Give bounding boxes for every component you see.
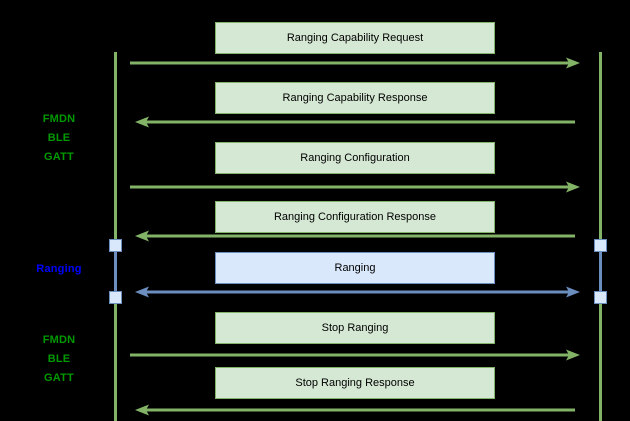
message-box-stop-ranging-response: Stop Ranging Response bbox=[215, 367, 495, 399]
message-box-ranging-capability-response: Ranging Capability Response bbox=[215, 82, 495, 114]
message-arrow-stop-ranging bbox=[130, 348, 580, 362]
message-label: Ranging bbox=[334, 262, 376, 274]
phase-label-fmdn-ble-gatt-top: FMDN BLE GATT bbox=[14, 110, 104, 167]
phase-label-line-2: BLE bbox=[47, 353, 71, 365]
right-lifeline-upper bbox=[599, 52, 602, 252]
left-lifeline-lower bbox=[114, 300, 117, 421]
phase-label-line-1: FMDN bbox=[42, 113, 76, 125]
message-label: Stop Ranging Response bbox=[295, 377, 415, 389]
activation-node-right-top bbox=[594, 239, 607, 252]
phase-label-ranging: Ranging bbox=[14, 260, 104, 279]
message-label: Ranging Configuration bbox=[300, 152, 410, 164]
message-box-ranging-configuration: Ranging Configuration bbox=[215, 142, 495, 174]
phase-label-line-1: FMDN bbox=[42, 334, 76, 346]
left-lifeline-ranging-segment bbox=[114, 250, 117, 306]
phase-label-line-2: BLE bbox=[47, 132, 71, 144]
message-box-ranging-configuration-response: Ranging Configuration Response bbox=[215, 201, 495, 233]
phase-label-line-3: GATT bbox=[44, 372, 74, 384]
left-lifeline-upper bbox=[114, 52, 117, 252]
message-arrow-stop-ranging-response bbox=[135, 403, 575, 417]
message-arrow-ranging-configuration bbox=[130, 180, 580, 194]
activation-node-right-bottom bbox=[594, 291, 607, 304]
message-box-ranging-capability-request: Ranging Capability Request bbox=[215, 22, 495, 54]
phase-label-fmdn-ble-gatt-bottom: FMDN BLE GATT bbox=[14, 331, 104, 388]
message-label: Ranging Configuration Response bbox=[273, 211, 437, 223]
right-lifeline-lower bbox=[599, 300, 602, 421]
phase-label-line-3: GATT bbox=[44, 151, 74, 163]
message-arrow-ranging-capability-request bbox=[130, 56, 580, 70]
right-lifeline-ranging-segment bbox=[599, 250, 602, 306]
phase-label-line-1: Ranging bbox=[36, 263, 82, 275]
message-label: Ranging Capability Request bbox=[286, 32, 424, 44]
message-box-ranging: Ranging bbox=[215, 252, 495, 284]
message-arrow-ranging-bidirectional bbox=[135, 285, 580, 299]
activation-node-left-top bbox=[109, 239, 122, 252]
message-box-stop-ranging: Stop Ranging bbox=[215, 312, 495, 344]
message-arrow-ranging-capability-response bbox=[135, 115, 575, 129]
message-label: Ranging Capability Response bbox=[282, 92, 428, 104]
message-label: Stop Ranging bbox=[321, 322, 389, 334]
activation-node-left-bottom bbox=[109, 291, 122, 304]
message-arrow-ranging-configuration-response bbox=[135, 229, 575, 243]
